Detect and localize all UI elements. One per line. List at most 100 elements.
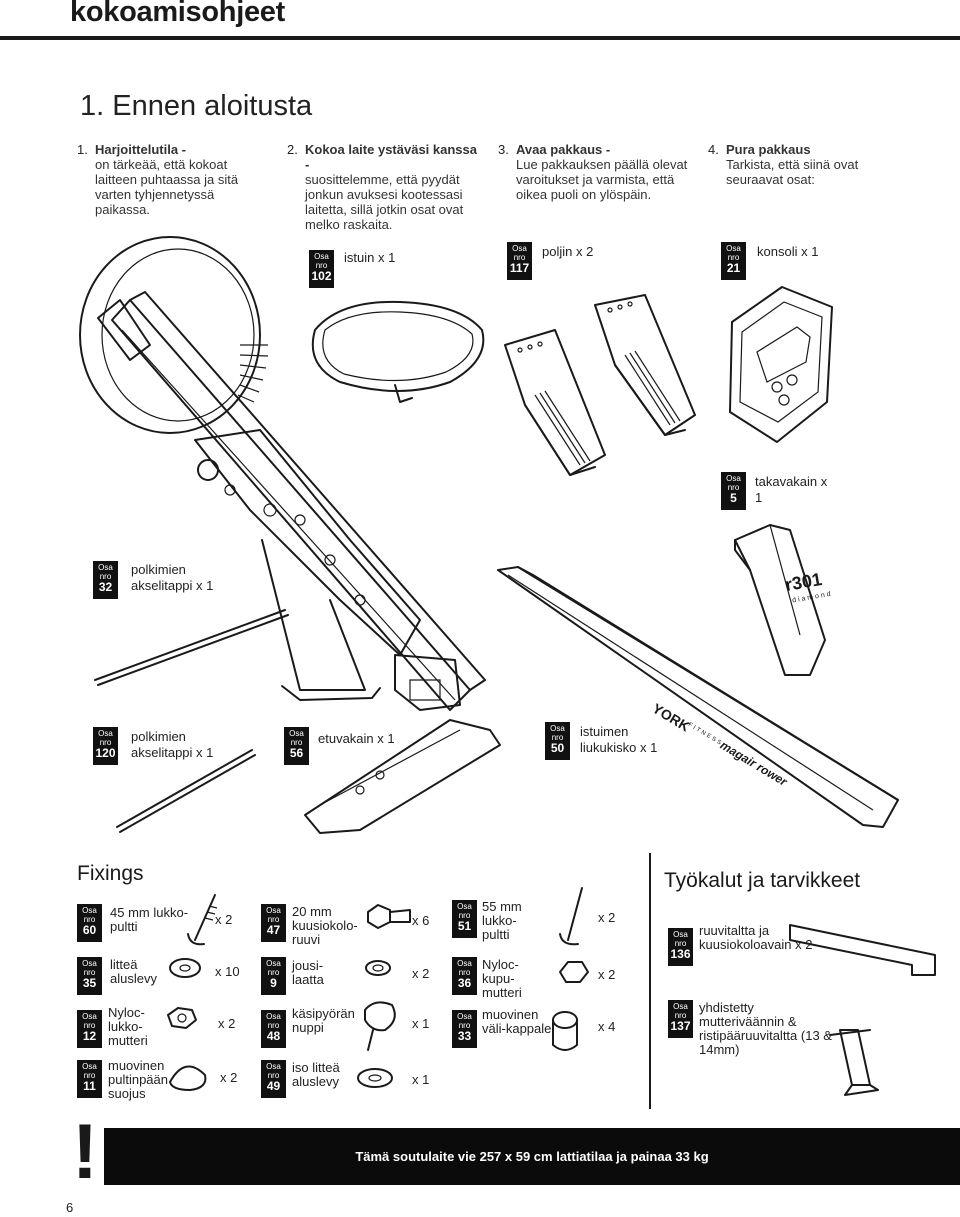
step-1: 1. Harjoittelutila - on tärkeää, että ko… (77, 142, 265, 217)
pedal-axle-rod-1 (94, 609, 289, 686)
fixings-tools-divider (649, 853, 651, 1109)
section-title: 1. Ennen aloitusta (80, 90, 313, 122)
spacer-icon (552, 1011, 578, 1029)
part-label-front-stabiliser: etuvakain x 1 (318, 731, 395, 746)
step-body: Tarkista, että siinä ovat seuraavat osat… (726, 157, 859, 187)
document-title: kokoamisohjeet (70, 0, 285, 28)
fixing-label-48: käsipyörän nuppi (292, 1006, 355, 1035)
large-washer-icon (357, 1068, 393, 1088)
pedal-axle-rod-2 (116, 749, 256, 833)
front-stabiliser-illustration (304, 719, 501, 834)
step-3: 3. Avaa pakkaus - Lue pakkauksen päällä … (498, 142, 696, 202)
fixing-label-11: muovinen pultinpään suojus (108, 1058, 168, 1101)
part-label-pedal-axle-2: polkimien akselitappi x 1 (131, 729, 214, 760)
step-heading: Pura pakkaus (726, 142, 811, 157)
fixing-label-49: iso litteä aluslevy (292, 1060, 340, 1089)
rear-stabiliser-illustration (734, 524, 826, 676)
fixings-title: Fixings (77, 862, 144, 885)
fixing-label-47: 20 mm kuusiokolo-ruuvi (292, 904, 358, 947)
fixing-qty-11: x 2 (220, 1070, 238, 1085)
fixing-qty-12: x 2 (218, 1016, 236, 1031)
flat-washer-icon (169, 958, 201, 978)
fixing-label-33: muovinen väli-kappale (482, 1007, 552, 1036)
fixing-qty-48: x 1 (412, 1016, 430, 1031)
console-illustration (729, 286, 833, 443)
warning-icon: ! (72, 1107, 98, 1195)
part-label-seat: istuin x 1 (344, 250, 396, 265)
step-body: Lue pakkauksen päällä olevat varoitukset… (516, 157, 688, 202)
combo-spanner-icon (839, 1029, 871, 1086)
fixing-label-35: litteä aluslevy (110, 957, 157, 986)
warning-text: Tämä soutulaite vie 257 x 59 cm lattiati… (355, 1149, 709, 1164)
header-rule (0, 36, 960, 40)
part-label-pedal-axle-1: polkimien akselitappi x 1 (131, 562, 214, 593)
fixing-qty-47: x 6 (412, 913, 430, 928)
step-2: 2. Kokoa laite ystäväsi kanssa - suositt… (287, 142, 480, 232)
page-number: 6 (66, 1200, 74, 1215)
part-label-rear-stabiliser: takavakain x 1 (755, 474, 828, 505)
part-label-console: konsoli x 1 (757, 244, 819, 259)
fixing-label-36: Nyloc-kupu-mutteri (482, 957, 522, 1000)
seat-rail-illustration (497, 566, 899, 828)
part-label-pedal: poljin x 2 (542, 244, 594, 259)
hex-screw-icon (367, 904, 391, 929)
seat-illustration (311, 300, 485, 403)
step-number: 4. (708, 142, 719, 157)
step-body: suosittelemme, että pyydät jonkun avukse… (305, 172, 464, 232)
pedals-illustration (504, 294, 696, 476)
fixing-qty-36: x 2 (598, 967, 616, 982)
part-label-seat-rail: istuimen liukukisko x 1 (580, 724, 658, 755)
allen-key-icon (789, 924, 936, 976)
fixing-qty-49: x 1 (412, 1072, 430, 1087)
fixing-qty-51: x 2 (598, 910, 616, 925)
step-number: 2. (287, 142, 298, 157)
tools-title: Työkalut ja tarvikkeet (664, 869, 861, 892)
step-heading: Harjoittelutila - (95, 142, 187, 157)
carriage-bolt-55-icon (567, 887, 583, 941)
hand-knob-icon (364, 1001, 396, 1032)
tool-label-136: ruuvitaltta ja kuusiokoloavain x 2 (699, 923, 813, 952)
tool-label-137: yhdistetty mutteriväännin & ristipääruuv… (699, 1000, 832, 1057)
spring-washer-icon (365, 960, 391, 976)
dome-nut-icon (559, 961, 589, 983)
step-heading: Kokoa laite ystäväsi kanssa - (305, 142, 477, 172)
carriage-bolt-45-icon (194, 894, 216, 941)
fixing-qty-9: x 2 (412, 966, 430, 981)
step-number: 3. (498, 142, 509, 157)
fixing-label-9: jousi-laatta (292, 958, 324, 987)
fixing-label-60: 45 mm lukko-pultti (110, 905, 189, 934)
step-heading: Avaa pakkaus - (516, 142, 611, 157)
fixing-qty-60: x 2 (215, 912, 233, 927)
fixing-label-12: Nyloc-lukko-mutteri (108, 1005, 148, 1048)
fixing-label-51: 55 mm lukko-pultti (482, 899, 522, 942)
nyloc-nut-icon (167, 1007, 197, 1029)
flywheel-housing (79, 236, 261, 434)
step-4: 4. Pura pakkaus Tarkista, että siinä ova… (708, 142, 861, 187)
fixing-qty-35: x 10 (215, 964, 240, 979)
step-body: on tärkeää, että kokoat laitteen puhtaas… (95, 157, 239, 217)
bolt-cap-icon (169, 1065, 207, 1091)
